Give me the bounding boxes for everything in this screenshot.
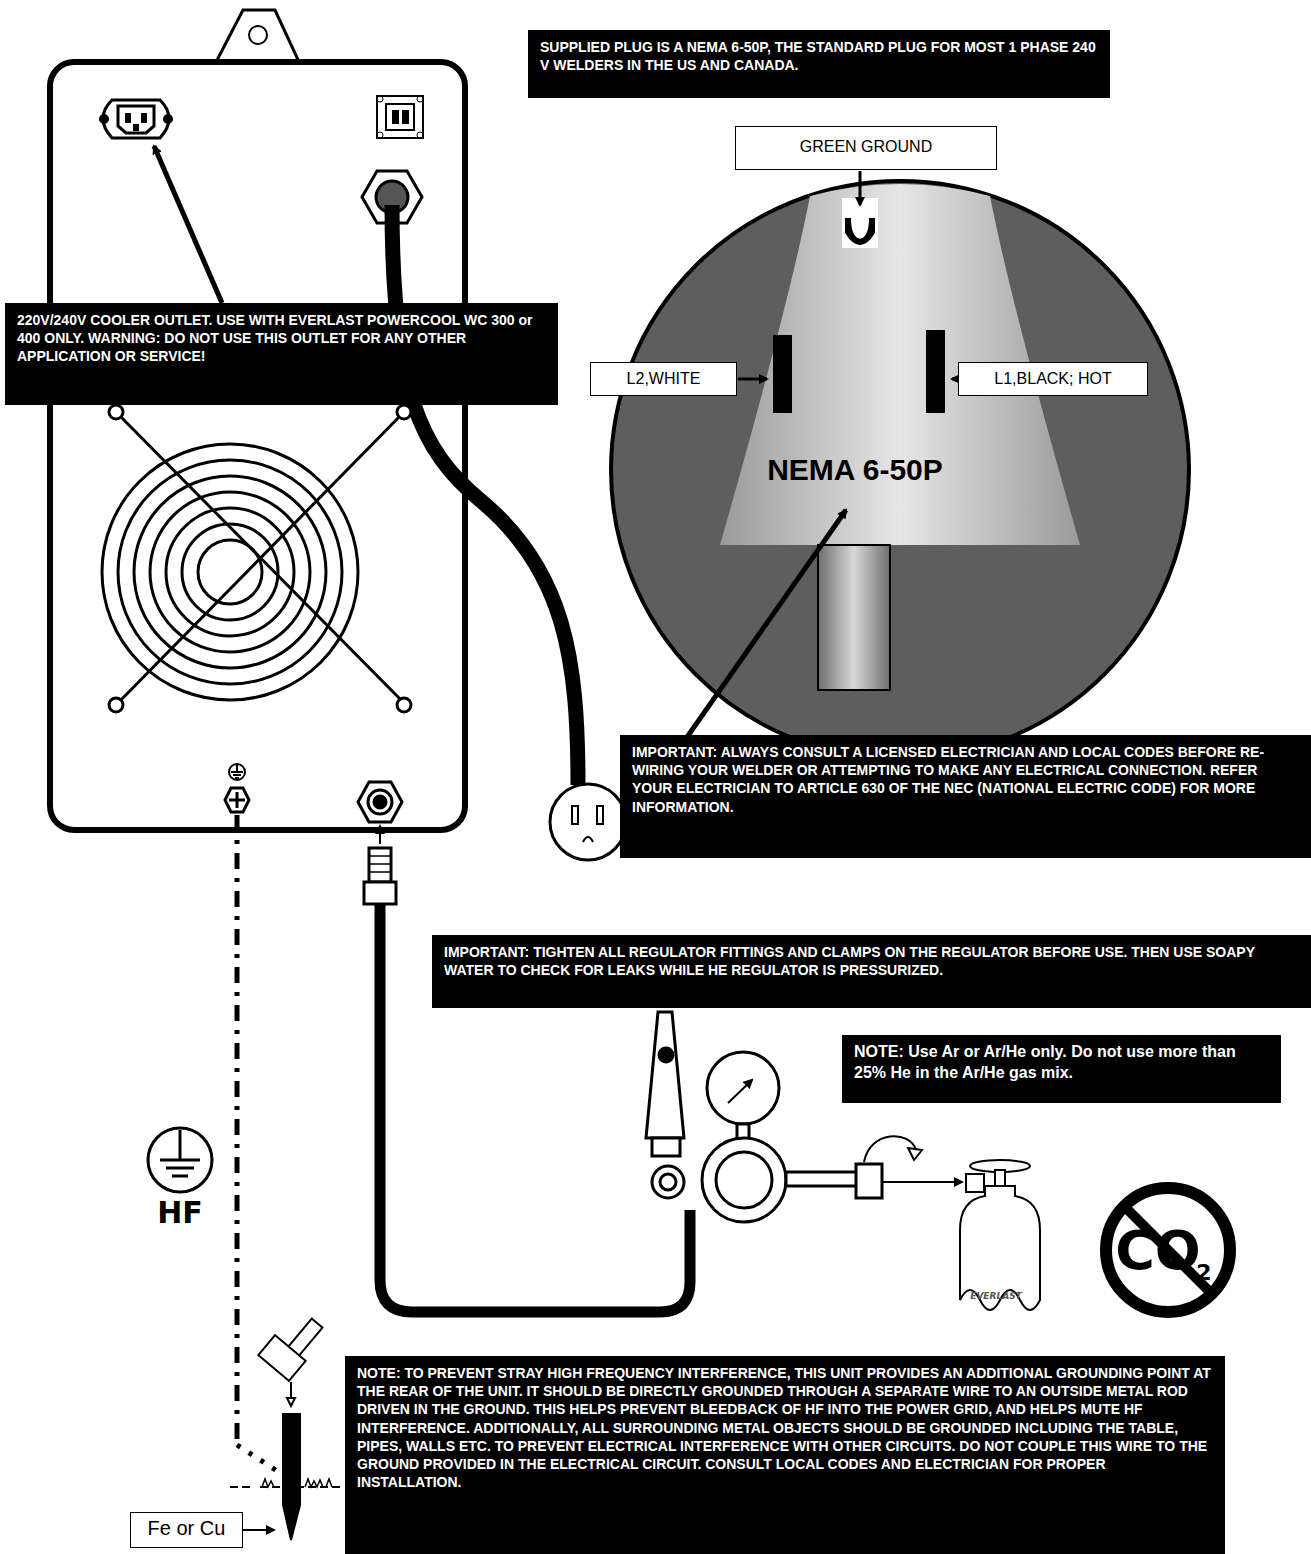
power-cable xyxy=(362,171,626,860)
welder-housing xyxy=(50,10,465,830)
note-text: 220V/240V COOLER OUTLET. USE WITH EVERLA… xyxy=(17,311,546,366)
fan-grille xyxy=(102,405,411,712)
power-switch xyxy=(377,96,423,138)
hf-label: HF xyxy=(157,1195,203,1230)
note-box: NOTE: TO PREVENT STRAY HIGH FREQUENCY IN… xyxy=(345,1356,1225,1554)
cooler-outlet xyxy=(99,100,173,138)
note-text: IMPORTANT: TIGHTEN ALL REGULATOR FITTING… xyxy=(444,943,1299,979)
plug-label: NEMA 6-50P xyxy=(767,453,943,487)
note-text: L2,WHITE xyxy=(597,370,730,388)
nema-plug xyxy=(611,181,1189,759)
label-box: Fe or Cu xyxy=(130,1512,243,1548)
note-text: GREEN GROUND xyxy=(742,138,990,156)
ground-rod xyxy=(230,1319,340,1540)
gas-cylinder xyxy=(960,1160,1040,1310)
label-box: L2,WHITE xyxy=(590,362,737,396)
co2-label: CO xyxy=(1115,1219,1201,1282)
label-box: GREEN GROUND xyxy=(735,126,997,170)
leader-lines xyxy=(154,146,956,770)
note-box: NOTE: Use Ar or Ar/He only. Do not use m… xyxy=(842,1035,1281,1103)
note-text: IMPORTANT: ALWAYS CONSULT A LICENSED ELE… xyxy=(632,743,1299,816)
label-box: L1,BLACK; HOT xyxy=(958,362,1148,396)
gas-hose xyxy=(358,782,690,1312)
cylinder-brand: EVERLAST xyxy=(970,1291,1022,1301)
note-box: SUPPLIED PLUG IS A NEMA 6-50P, THE STAND… xyxy=(528,30,1110,98)
note-text: Fe or Cu xyxy=(135,1517,238,1540)
hf-ground-symbol xyxy=(148,1128,212,1192)
co2-subscript: 2 xyxy=(1196,1260,1211,1285)
note-box: IMPORTANT: TIGHTEN ALL REGULATOR FITTING… xyxy=(432,935,1311,1008)
note-box: 220V/240V COOLER OUTLET. USE WITH EVERLA… xyxy=(5,303,558,405)
note-text: L1,BLACK; HOT xyxy=(965,370,1141,388)
note-text: SUPPLIED PLUG IS A NEMA 6-50P, THE STAND… xyxy=(540,38,1098,74)
note-text: NOTE: TO PREVENT STRAY HIGH FREQUENCY IN… xyxy=(357,1364,1213,1491)
note-box: IMPORTANT: ALWAYS CONSULT A LICENSED ELE… xyxy=(620,735,1311,858)
no-co2-symbol xyxy=(1106,1188,1230,1312)
note-text: NOTE: Use Ar or Ar/He only. Do not use m… xyxy=(854,1042,1269,1084)
